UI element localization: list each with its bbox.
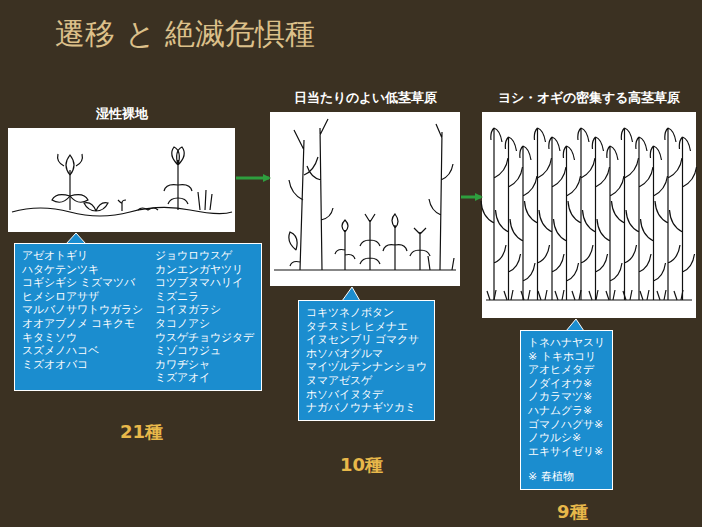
reed-stroke <box>641 146 668 300</box>
panel-heading: 日当たりのよい低茎草原 <box>294 89 437 107</box>
species-list: ジョウロウスゲ カンエンガヤツリ コツブヌマハリイ ミズニラ コイヌガラシ タコ… <box>155 249 254 385</box>
species-callout: アゼオトギリ ハタケテンツキ コギシギシ ミズマツバ ヒメシロアサザ マルバノサ… <box>14 243 262 391</box>
plant-drawing <box>274 119 456 270</box>
panel-ground <box>8 128 235 232</box>
illustration-panel: 日当たりのよい低茎草原 <box>270 112 460 286</box>
reed-stroke <box>597 146 624 300</box>
species-list: アゼオトギリ ハタケテンツキ コギシギシ ミズマツバ ヒメシロアサザ マルバノサ… <box>22 249 143 385</box>
reed-stroke <box>481 128 508 300</box>
plant-drawing <box>12 147 232 216</box>
panel-heading: ヨシ・オギの密集する高茎草原 <box>498 89 680 107</box>
reed-stroke <box>583 137 610 300</box>
grass-stroke <box>538 290 547 300</box>
title: 遷移 と 絶滅危惧種 <box>55 14 315 55</box>
grass-stroke <box>572 290 581 300</box>
panel-ground <box>270 112 460 286</box>
species-list: コキツネノボタン タチスミレ ヒメナエ イヌセンブリ ゴマクサ ホソバオグルマ … <box>306 306 427 415</box>
reed-stroke <box>539 137 566 300</box>
footnote: ※ 春植物 <box>528 470 605 484</box>
grass-stroke <box>674 290 683 300</box>
reed-stroke <box>626 137 653 300</box>
species-count: 21種 <box>120 420 163 444</box>
grass-stroke <box>504 290 513 300</box>
succession-arrow <box>461 196 481 199</box>
reed-stroke <box>568 128 595 300</box>
reed-stroke <box>525 128 552 300</box>
callout-tail <box>342 287 360 301</box>
species-count: 10種 <box>340 453 383 477</box>
grass-stroke <box>657 290 666 300</box>
species-list: トネハナヤスリ※ トキホコリ アオヒメタデ ノダイオウ※ ノカラマツ※ ハナムグ… <box>528 336 605 458</box>
grass-stroke <box>555 290 564 300</box>
reed-stroke <box>496 137 523 300</box>
panel-ground <box>482 112 696 318</box>
illustration-panel: 湿性裸地 <box>8 128 235 232</box>
reed-stroke <box>670 137 697 300</box>
grass-stroke <box>589 290 598 300</box>
species-count: 9種 <box>557 500 588 524</box>
reed-stroke <box>612 128 639 300</box>
grass-stroke <box>521 290 530 300</box>
grass-stroke <box>606 290 615 300</box>
grass-stroke <box>487 290 496 300</box>
plant-drawing <box>486 299 692 300</box>
grass-stroke <box>623 290 632 300</box>
reed-stroke <box>510 146 537 300</box>
species-callout: トネハナヤスリ※ トキホコリ アオヒメタデ ノダイオウ※ ノカラマツ※ ハナムグ… <box>520 330 613 490</box>
illustration-panel: ヨシ・オギの密集する高茎草原 <box>482 112 696 318</box>
reed-drawing <box>481 128 697 300</box>
reed-stroke <box>554 146 581 300</box>
succession-arrow <box>236 177 269 180</box>
grass-stroke <box>640 290 649 300</box>
species-callout: コキツネノボタン タチスミレ ヒメナエ イヌセンブリ ゴマクサ ホソバオグルマ … <box>298 300 435 421</box>
reed-stroke <box>655 128 682 300</box>
panel-heading: 湿性裸地 <box>96 105 148 123</box>
